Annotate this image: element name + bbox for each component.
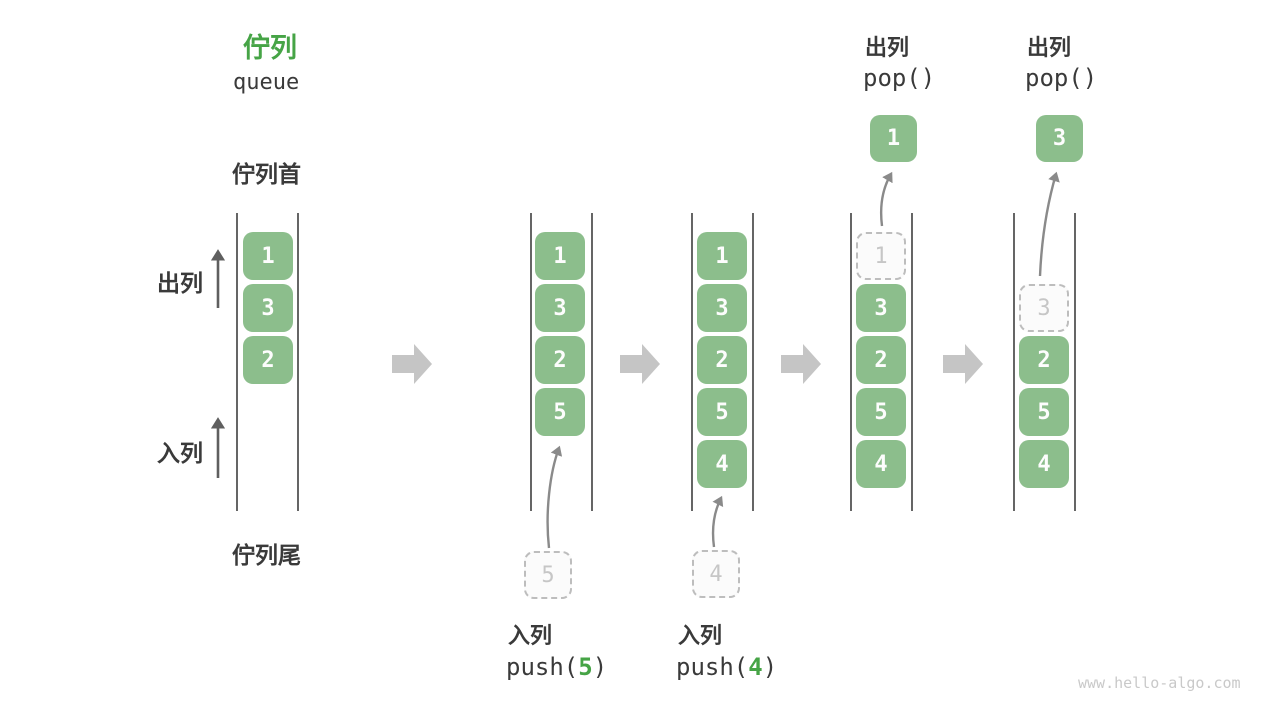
queue-cell: 5 [535, 388, 585, 436]
enqueue-op-label: 入列 [678, 623, 723, 648]
queue-front-label: 佇列首 [232, 161, 301, 187]
queue-cell: 3 [856, 284, 906, 332]
pop-arrow-icon [1038, 171, 1060, 277]
queue-cell: 1 [243, 232, 293, 280]
enqueue-op-label: 入列 [508, 623, 553, 648]
queue-cell: 3 [535, 284, 585, 332]
queue-rear-label: 佇列尾 [232, 542, 301, 568]
dequeue-op-label: 出列 [865, 35, 910, 60]
diagram-title-zh: 佇列 [243, 33, 297, 63]
push-arg-text: 5 [578, 653, 593, 681]
queue-cell: 2 [243, 336, 293, 384]
popped-value-cell: 3 [1036, 115, 1083, 162]
push-call-label: push(5) [506, 653, 607, 681]
pop-arrow-icon [879, 171, 893, 227]
queue-cell: 2 [856, 336, 906, 384]
queue-wall-lines [236, 213, 1076, 511]
state-transition-arrow-icons [392, 344, 983, 384]
push-arrow-icon [711, 495, 724, 548]
push-arrow-icon [546, 445, 563, 549]
queue-cell: 1 [535, 232, 585, 280]
queue-cell: 2 [535, 336, 585, 384]
enqueue-label: 入列 [157, 440, 203, 466]
push-fn-text: push( [676, 653, 749, 681]
state-arrow-icon [781, 344, 821, 384]
queue-cell: 3 [243, 284, 293, 332]
queue-cell: 2 [1019, 336, 1069, 384]
state-arrow-icon [392, 344, 432, 384]
queue-cell: 3 [697, 284, 747, 332]
watermark: www.hello-algo.com [1078, 674, 1241, 692]
dequeue-label: 出列 [157, 270, 203, 296]
state-arrow-icon [943, 344, 983, 384]
ghost-cell: 3 [1019, 284, 1069, 332]
dequeue-op-label: 出列 [1027, 35, 1072, 60]
push-close-text: ) [762, 653, 778, 681]
push-fn-text: push( [506, 653, 579, 681]
queue-cell: 4 [856, 440, 906, 488]
queue-cell: 4 [697, 440, 747, 488]
push-call-label: push(4) [676, 653, 777, 681]
push-close-text: ) [592, 653, 608, 681]
queue-cell: 5 [1019, 388, 1069, 436]
popped-value-cell: 1 [870, 115, 917, 162]
pop-call-label: pop() [863, 64, 936, 92]
queue-cell: 5 [697, 388, 747, 436]
incoming-value-cell: 5 [524, 551, 572, 599]
push-arg-text: 4 [748, 653, 763, 681]
incoming-value-cell: 4 [692, 550, 740, 598]
queue-cell: 1 [697, 232, 747, 280]
pop-call-label: pop() [1025, 64, 1098, 92]
diagram-title-en: queue [233, 70, 300, 95]
ghost-cell: 1 [856, 232, 906, 280]
queue-cell: 4 [1019, 440, 1069, 488]
queue-cell: 5 [856, 388, 906, 436]
state-arrow-icon [620, 344, 660, 384]
queue-cell: 2 [697, 336, 747, 384]
